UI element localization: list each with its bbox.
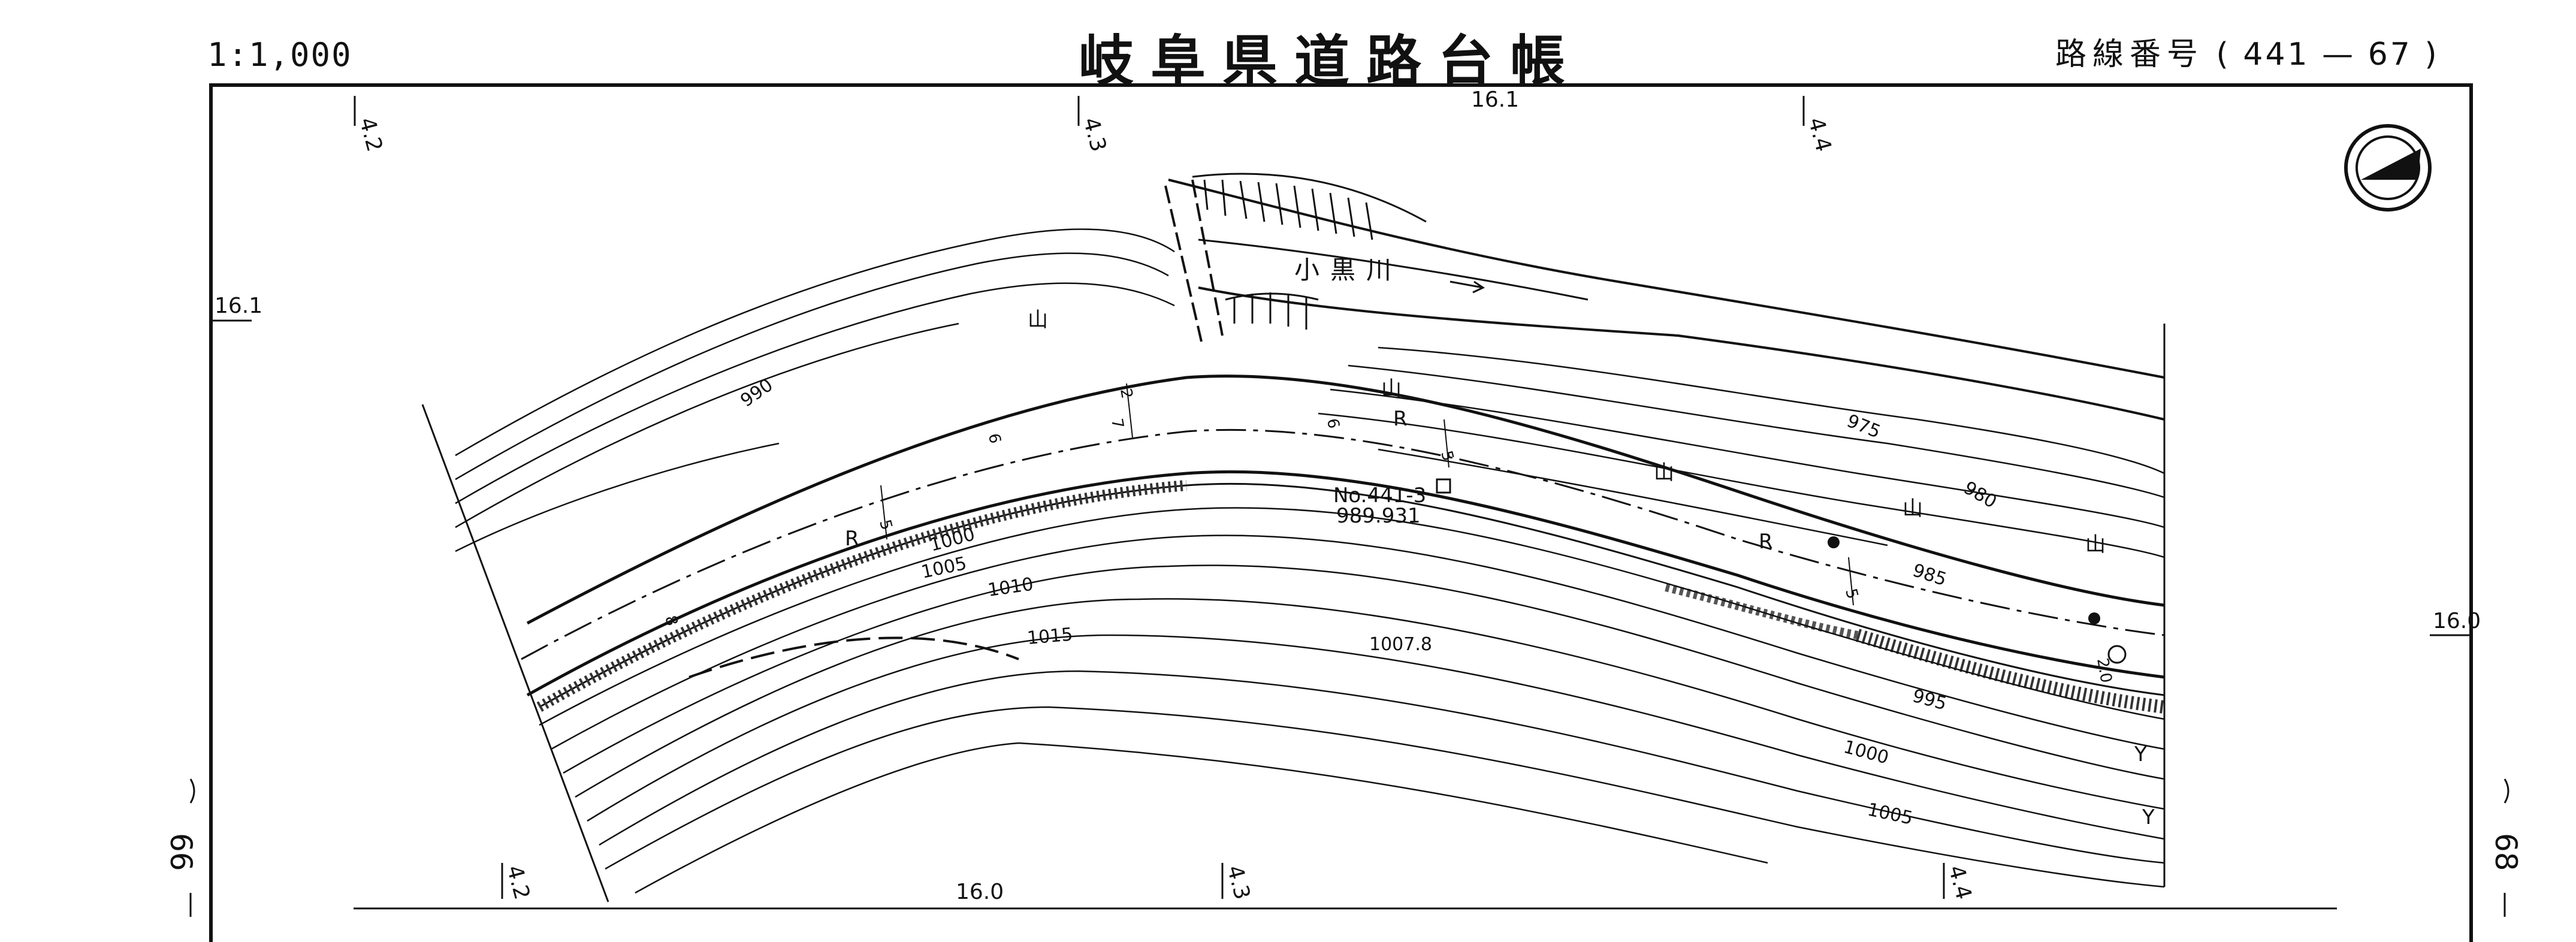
north-arrow-icon <box>2344 124 2432 212</box>
spot-elevation: 1007.8 <box>1369 634 1432 655</box>
road-edge-south <box>526 470 2165 697</box>
grid-label-top-161: 16.1 <box>1471 87 1519 112</box>
route-paren-open: ( <box>2216 37 2243 73</box>
dimension-label: 5 <box>1437 449 1457 463</box>
map-frame <box>209 83 2473 942</box>
tree-symbol: Y <box>2134 742 2147 766</box>
manhole-symbol <box>2107 645 2127 664</box>
land-use-symbol: 山 <box>1028 308 1048 332</box>
land-use-symbol: 山 <box>2085 533 2106 557</box>
contour-label: 1000 <box>1841 736 1891 769</box>
grid-marks <box>211 96 2471 899</box>
contour-label: 1015 <box>1026 624 1074 649</box>
map-scale: 1:1,000 <box>207 36 352 74</box>
curve-label: R <box>1759 530 1773 554</box>
land-use-symbol: 山 <box>1902 497 1923 521</box>
contour-label: 980 <box>1960 478 2000 513</box>
grid-label-bottom-43: 4.3 <box>1222 863 1254 902</box>
land-use-symbol: 山 <box>1381 377 1402 401</box>
contours-south <box>539 507 2165 894</box>
grid-label-bottom-42: 4.2 <box>502 863 534 902</box>
river-name-label: 小黒川 <box>1294 255 1402 285</box>
contour-label: 995 <box>1910 686 1949 715</box>
river <box>1164 179 2165 421</box>
left-sheet-bracket <box>189 778 195 917</box>
contour-label: 1010 <box>986 574 1034 601</box>
left-sheet-number: 66 <box>164 833 198 871</box>
contour-label: 1000 <box>928 524 977 556</box>
river-bank-south <box>1198 286 2165 421</box>
grid-label-top-43: 4.3 <box>1078 115 1110 155</box>
road-edge-north <box>526 375 2165 625</box>
curve-label: R <box>1393 407 1408 431</box>
route-label: 路線番号 <box>2055 37 2204 73</box>
route-dash: — <box>2322 37 2368 73</box>
dimension-label: 5 <box>1841 587 1861 601</box>
road-centerline <box>521 428 2165 660</box>
river-bank-north <box>1168 179 2165 379</box>
grid-label-bottom-44: 4.4 <box>1943 863 1976 902</box>
curve-label: R <box>845 527 859 551</box>
route-section-value: 67 <box>2367 37 2412 73</box>
boundary-left <box>421 404 609 902</box>
dimension-label: 7 <box>1107 417 1127 430</box>
dimension-arrows <box>880 383 1854 606</box>
station-box <box>1436 478 1451 494</box>
contour-label: 990 <box>737 375 777 412</box>
route-number-value: 441 <box>2243 37 2310 73</box>
right-sheet-number: 68 <box>2489 833 2523 871</box>
station-elevation: 989.931 <box>1336 504 1421 528</box>
utility-poles <box>1828 536 2100 624</box>
grid-label-top-44: 4.4 <box>1803 115 1835 155</box>
contour-label: 1005 <box>1865 799 1914 829</box>
dimension-label: 6 <box>1323 417 1342 430</box>
station-number: No.441-3 <box>1333 484 1426 508</box>
grid-label-left-161: 16.1 <box>215 294 262 318</box>
dimension-label: 6 <box>985 432 1004 445</box>
grid-label-top-42: 4.2 <box>354 115 386 155</box>
river-flow-arrow <box>1449 280 1485 294</box>
grid-label-bottom-160: 16.0 <box>956 880 1004 904</box>
contour-label: 1005 <box>919 553 968 583</box>
page-title: 岐阜県道路台帳 <box>1079 29 1583 93</box>
route-paren-close: ) <box>2424 37 2439 73</box>
land-use-symbol: 山 <box>1654 461 1674 485</box>
route-number: 路線番号 ( 441 — 67 ) <box>2055 29 2439 74</box>
grid-label-right-160: 16.0 <box>2433 609 2481 633</box>
river-bank-inner <box>1198 238 1589 301</box>
cliff-hatching <box>1192 173 1427 330</box>
dimension-label: 2 <box>1116 387 1136 400</box>
contours-north <box>455 228 2165 558</box>
contour-label: 985 <box>1910 560 1949 590</box>
dimension-label: 8 <box>661 614 681 628</box>
station-marker: No.441-3 989.931 <box>1333 484 1426 528</box>
tree-symbol: Y <box>2142 805 2155 829</box>
right-sheet-bracket <box>2503 778 2509 917</box>
bridge-deck <box>1164 179 1224 342</box>
